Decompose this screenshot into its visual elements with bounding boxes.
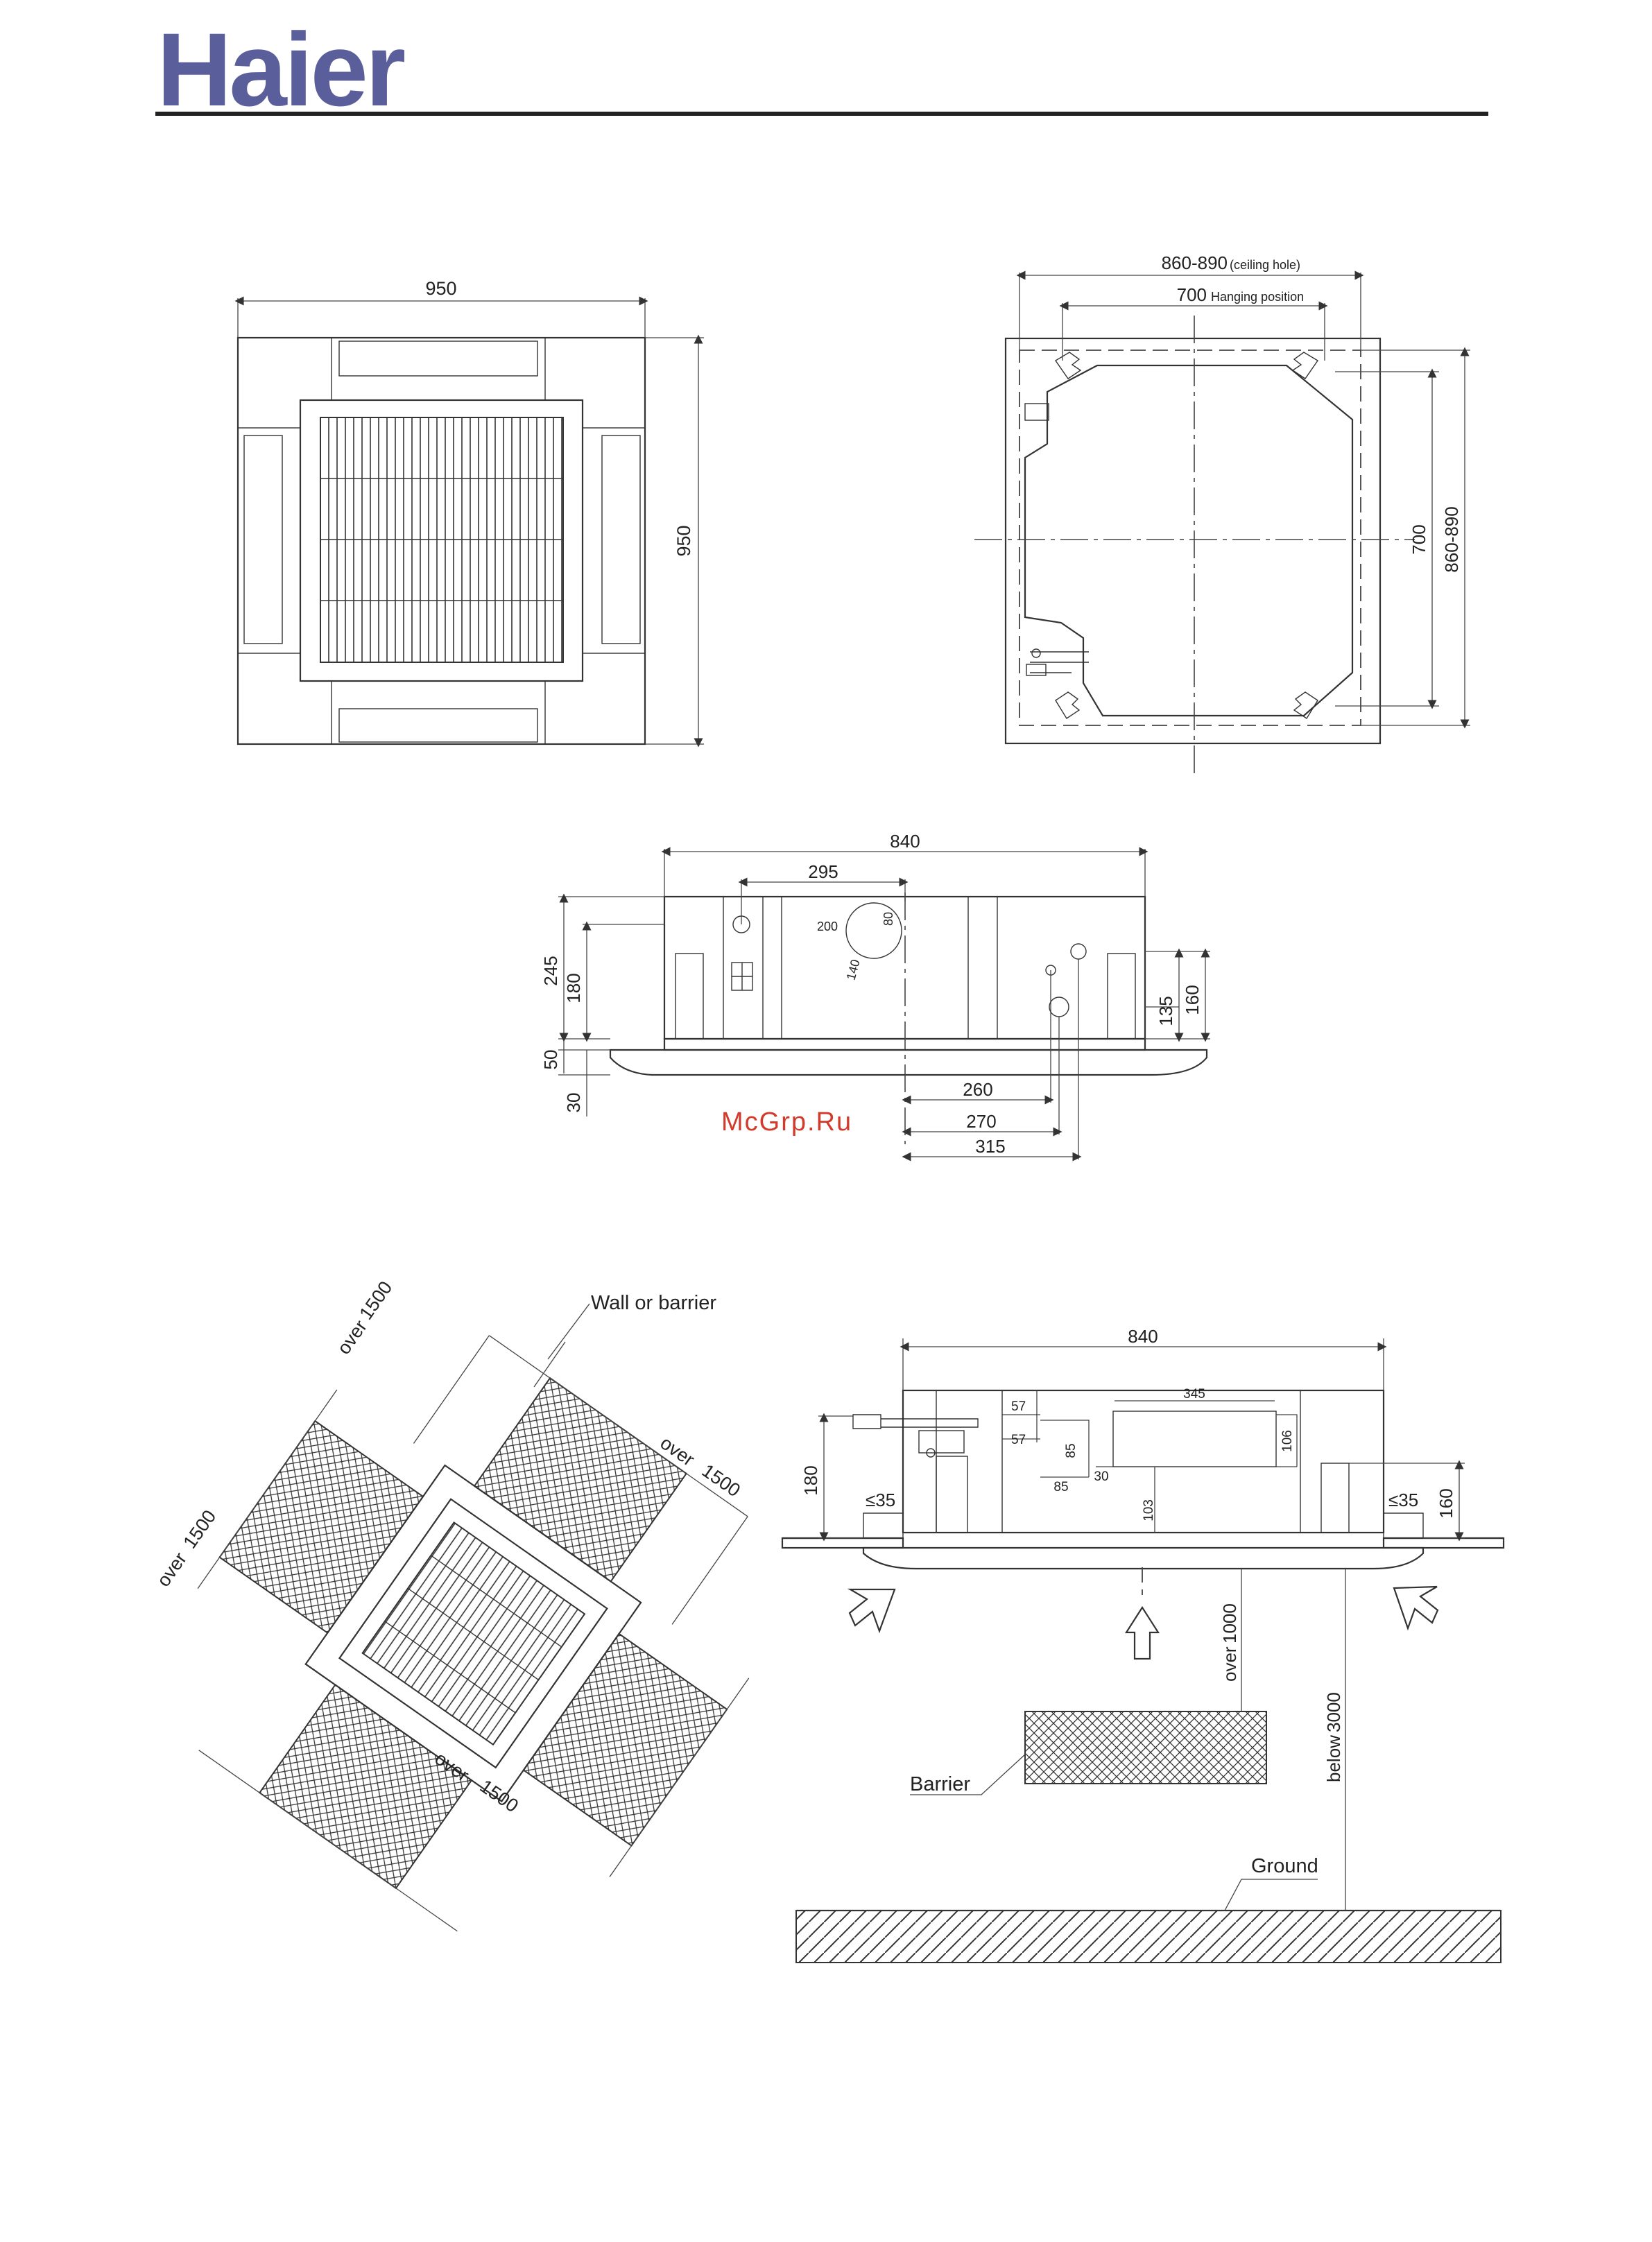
install-ground-label: Ground — [1251, 1855, 1318, 1877]
dim-hanging-span: 700 — [1177, 284, 1207, 305]
dim-h50: 50 — [540, 1050, 561, 1070]
dim-200: 200 — [817, 920, 838, 933]
install-barrier-label: Barrier — [910, 1773, 970, 1795]
dim-ceiling-hole-note: (ceiling hole) — [1230, 258, 1300, 272]
dim-hanging-note: Hanging position — [1211, 290, 1304, 304]
watermark: McGrp.Ru — [721, 1107, 852, 1137]
hanging-view: 860-890 (ceiling hole) 700 Hanging posit… — [974, 252, 1470, 773]
dim-top-depth: 950 — [673, 525, 694, 556]
dim-h30: 30 — [563, 1093, 584, 1113]
clearance-over-left-value: 1500 — [179, 1506, 220, 1552]
dim-80: 80 — [881, 912, 895, 926]
dim-h160: 160 — [1182, 985, 1203, 1015]
install-dim-103: 103 — [1142, 1499, 1156, 1521]
dim-pipe-offset: 295 — [808, 861, 838, 882]
install-below-value: 3000 — [1323, 1692, 1344, 1732]
clearance-barrier-label: Wall or barrier — [591, 1292, 716, 1314]
install-dim-width: 840 — [1128, 1326, 1158, 1347]
dim-top-width: 950 — [425, 278, 456, 299]
side-view: 840 295 200 80 140 245 180 50 30 135 160… — [540, 831, 1210, 1159]
clearance-over-left-text: over — [153, 1549, 191, 1590]
install-le35-left: ≤35 — [866, 1490, 895, 1510]
clearance-over-right-value: 1500 — [698, 1460, 744, 1501]
dim-140: 140 — [844, 958, 863, 981]
install-dim-h180: 180 — [800, 1465, 821, 1495]
install-dim-85v: 85 — [1064, 1443, 1078, 1458]
dim-315: 315 — [975, 1136, 1005, 1157]
top-view: 950 950 — [238, 278, 704, 744]
install-dim-106: 106 — [1280, 1430, 1295, 1452]
install-le35-right: ≤35 — [1388, 1490, 1418, 1510]
clearance-view — [122, 1282, 825, 1985]
dim-h245: 245 — [540, 956, 561, 985]
haier-logo: Haier — [157, 11, 405, 128]
dim-260: 260 — [963, 1079, 992, 1100]
install-dim-57b: 57 — [1011, 1433, 1026, 1447]
dim-side-width: 840 — [890, 831, 920, 852]
dim-vertical-hanging: 700 — [1409, 524, 1429, 554]
clearance-over-top-value: 1500 — [355, 1277, 396, 1323]
dim-h135: 135 — [1155, 996, 1176, 1026]
header: Haier — [155, 11, 1488, 128]
install-below-text: below — [1323, 1735, 1344, 1782]
dim-ceiling-hole: 860-890 — [1162, 252, 1228, 273]
install-over-text: over — [1219, 1646, 1240, 1682]
install-over-value: 1000 — [1219, 1603, 1240, 1644]
clearance-over-top-text: over — [333, 1316, 371, 1358]
install-dim-345: 345 — [1183, 1387, 1205, 1402]
dim-270: 270 — [966, 1111, 996, 1132]
install-dim-30: 30 — [1094, 1469, 1108, 1484]
dim-vertical-hole: 860-890 — [1441, 506, 1462, 572]
install-dim-57a: 57 — [1011, 1399, 1026, 1414]
install-dim-h160: 160 — [1436, 1488, 1456, 1518]
header-rule — [155, 112, 1488, 116]
dim-h180: 180 — [563, 973, 584, 1003]
install-dim-85h: 85 — [1053, 1480, 1068, 1494]
install-view: Barrier over 1000 below 3000 Ground 840 … — [782, 1326, 1504, 1963]
